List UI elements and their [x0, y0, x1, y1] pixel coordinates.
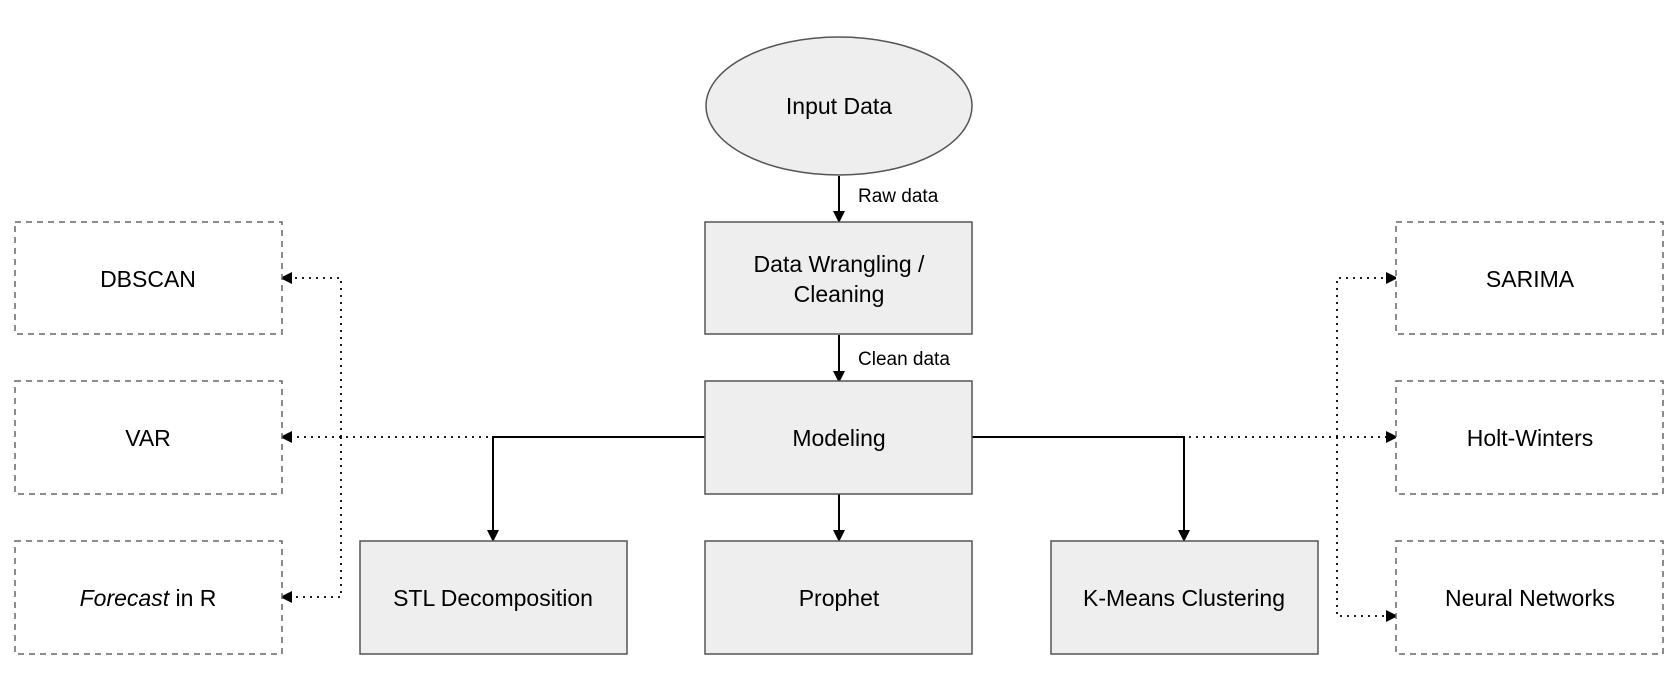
node-dbscan-label: DBSCAN [100, 266, 196, 292]
node-holt-winters: Holt-Winters [1395, 380, 1664, 495]
dotted-edge-to-forecast [280, 437, 342, 603]
node-input-data: Input Data [705, 36, 973, 176]
dotted-edge-to-neural-networks [1336, 437, 1398, 622]
dotted-edge-to-dbscan [280, 272, 342, 437]
node-data-wrangling: Data Wrangling / Cleaning [704, 221, 973, 335]
node-modeling: Modeling [704, 380, 973, 495]
node-data-wrangling-label-line1: Data Wrangling / [754, 251, 925, 277]
node-stl-decomposition: STL Decomposition [359, 540, 628, 655]
node-var: VAR [14, 380, 283, 495]
node-stl-decomposition-label: STL Decomposition [393, 585, 593, 611]
node-holt-winters-label: Holt-Winters [1467, 425, 1594, 451]
edge-label-clean-data: Clean data [858, 349, 950, 370]
node-forecast-in-r-label: Forecast in R [80, 585, 217, 611]
node-sarima-label: SARIMA [1486, 266, 1575, 292]
node-prophet: Prophet [704, 540, 973, 655]
node-var-label: VAR [125, 425, 171, 451]
edge-modeling-to-stl [487, 436, 705, 542]
node-sarima: SARIMA [1395, 221, 1664, 335]
node-neural-networks: Neural Networks [1395, 540, 1664, 655]
node-k-means-clustering: K-Means Clustering [1050, 540, 1319, 655]
dotted-edge-to-sarima [1336, 272, 1398, 437]
node-modeling-label: Modeling [792, 425, 885, 451]
node-forecast-in-r: Forecast in R [14, 540, 283, 655]
edge-modeling-to-kmeans [972, 436, 1190, 542]
node-forecast-in-r-label-italic: Forecast [80, 585, 171, 611]
node-k-means-clustering-label: K-Means Clustering [1083, 585, 1285, 611]
node-dbscan: DBSCAN [14, 221, 283, 335]
edge-label-raw-data: Raw data [858, 186, 939, 207]
node-forecast-in-r-label-rest: in R [169, 585, 216, 611]
node-neural-networks-label: Neural Networks [1445, 585, 1615, 611]
node-data-wrangling-label-line2: Cleaning [794, 281, 885, 307]
node-prophet-label: Prophet [799, 585, 880, 611]
node-input-data-label: Input Data [786, 93, 892, 119]
